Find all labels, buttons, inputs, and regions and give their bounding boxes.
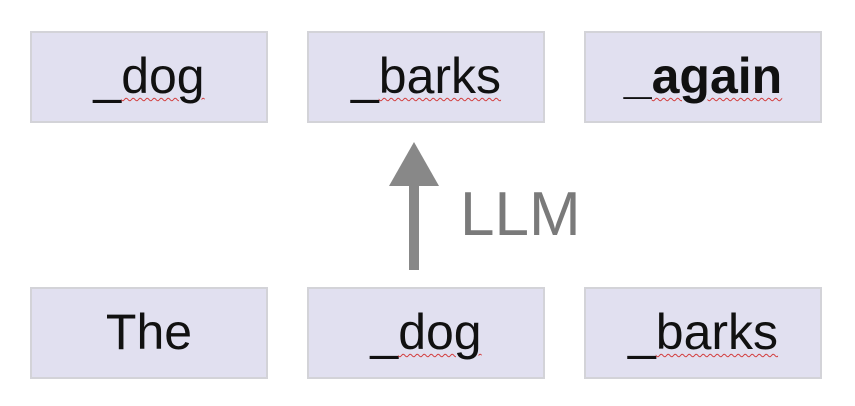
input-token-text: _barks: [627, 304, 779, 360]
output-token-dog: _dog: [30, 31, 268, 123]
output-token-text: _barks: [350, 48, 502, 104]
output-token-barks: _barks: [307, 31, 545, 123]
input-token-text: The: [105, 304, 193, 360]
output-token-text: _dog: [93, 48, 205, 104]
up-arrow-icon: [389, 142, 439, 270]
model-label: LLM: [460, 180, 581, 249]
input-token-dog: _dog: [307, 287, 545, 379]
input-token-text: _dog: [370, 304, 482, 360]
input-token-barks: _barks: [584, 287, 822, 379]
output-token-text: _again: [623, 48, 783, 104]
input-token-the: The: [30, 287, 268, 379]
output-token-again: _again: [584, 31, 822, 123]
